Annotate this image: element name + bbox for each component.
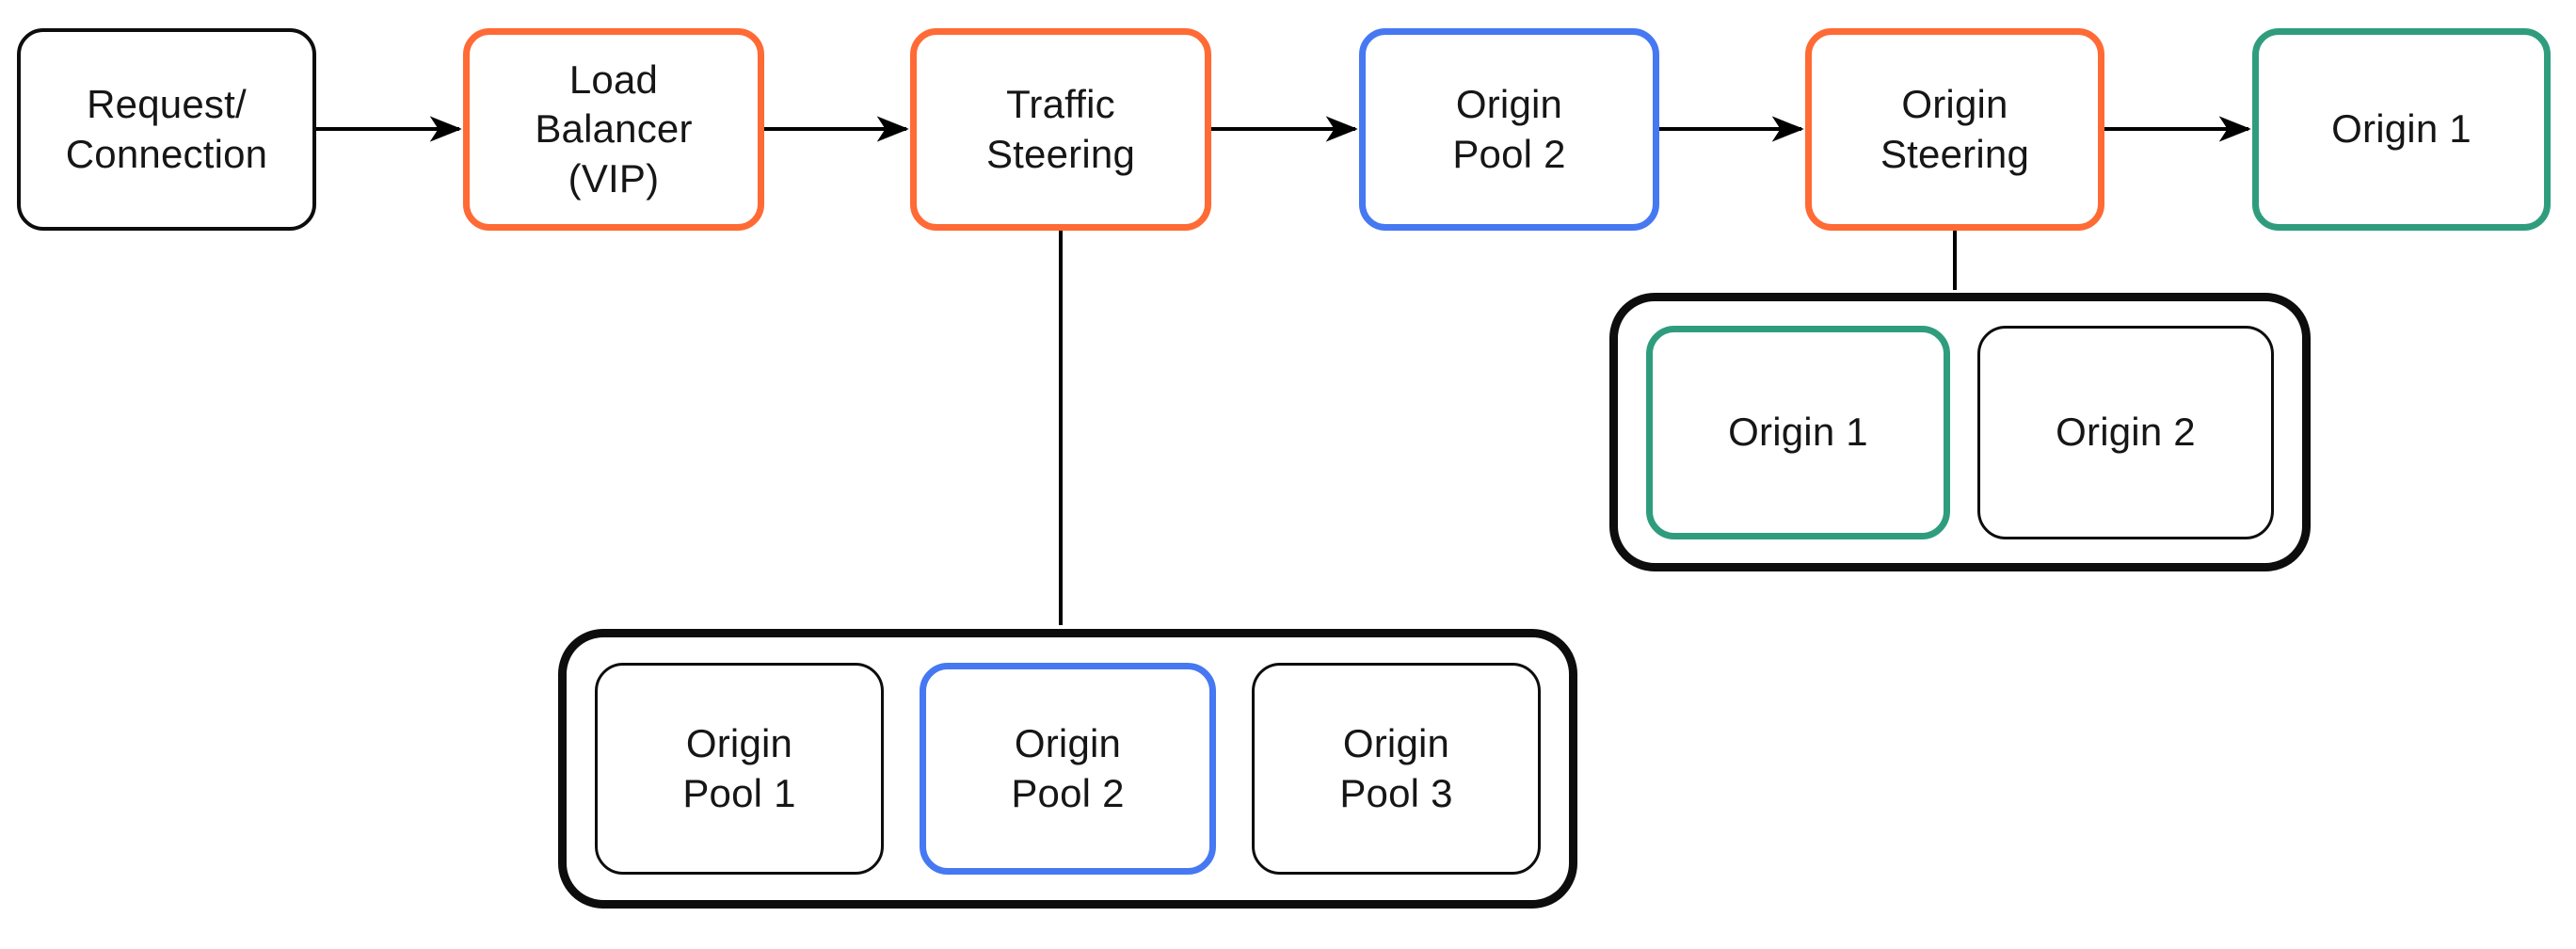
group-node-origin-1-label: Origin 1 [1728,409,1868,454]
node-request-connection-label: Request/ Connection [65,82,268,176]
origin-group-container: Origin 1 Origin 2 [1609,293,2311,571]
group-node-origin-pool-2-label: Origin Pool 2 [1011,721,1125,815]
group-node-origin-pool-2: Origin Pool 2 [920,663,1216,875]
node-load-balancer-vip-label: Load Balancer (VIP) [535,56,693,201]
group-node-origin-1: Origin 1 [1646,325,1950,539]
origin-pool-group-container: Origin Pool 1 Origin Pool 2 Origin Pool … [558,629,1577,909]
group-node-origin-2-label: Origin 2 [2056,409,2196,454]
node-load-balancer-vip: Load Balancer (VIP) [463,28,764,231]
node-origin-pool-2-label: Origin Pool 2 [1452,82,1566,176]
group-node-origin-pool-3-label: Origin Pool 3 [1339,721,1453,815]
group-node-origin-pool-1-label: Origin Pool 1 [682,721,796,815]
node-origin-steering: Origin Steering [1805,28,2104,231]
node-origin-pool-2: Origin Pool 2 [1359,28,1659,231]
node-traffic-steering: Traffic Steering [910,28,1211,231]
node-traffic-steering-label: Traffic Steering [985,82,1136,176]
group-node-origin-2: Origin 2 [1977,325,2274,539]
node-origin-1: Origin 1 [2252,28,2551,231]
node-request-connection: Request/ Connection [17,28,316,231]
group-node-origin-pool-1: Origin Pool 1 [595,663,884,875]
node-origin-steering-label: Origin Steering [1880,82,2030,176]
group-node-origin-pool-3: Origin Pool 3 [1252,663,1541,875]
node-origin-1-label: Origin 1 [2331,106,2472,152]
